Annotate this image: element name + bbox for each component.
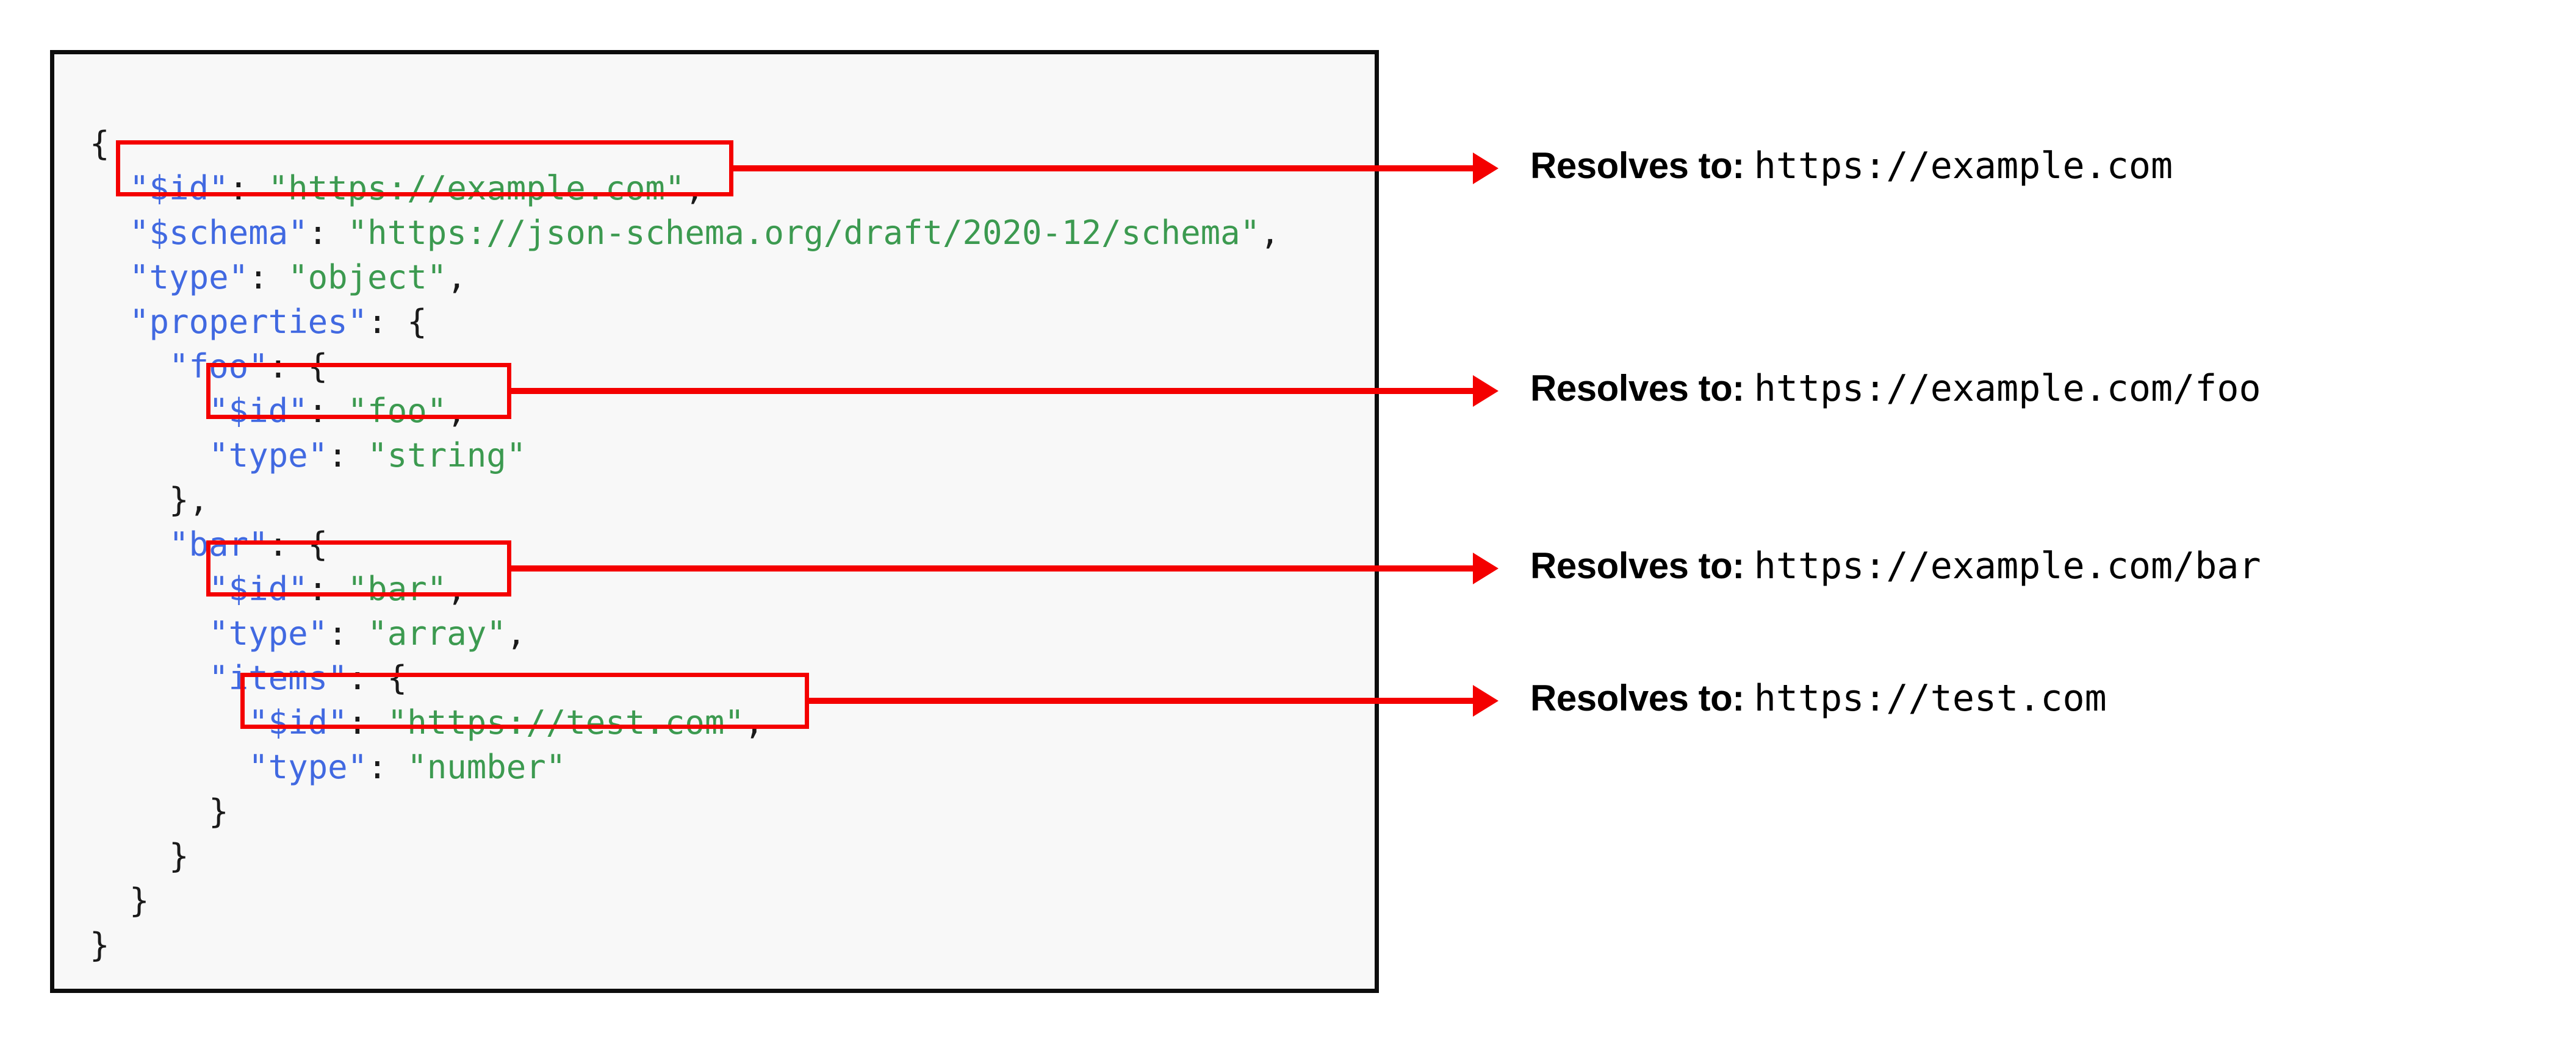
annotation-items: Resolves to:https://test.com <box>1530 680 2107 717</box>
code-line: "type": "object", <box>90 255 1280 299</box>
json-string: "object" <box>288 258 447 296</box>
resolves-to-label: Resolves to: <box>1530 145 1744 186</box>
json-string: "string" <box>367 436 527 475</box>
json-string: "https://test.com" <box>387 703 744 742</box>
highlight-id-root[interactable] <box>116 140 733 196</box>
code-line: "$id": "foo", <box>90 389 1280 433</box>
json-string: "https://json-schema.org/draft/2020-12/s… <box>347 213 1261 252</box>
json-punctuation: : <box>308 570 348 608</box>
json-key: "type" <box>209 614 328 653</box>
code-line: } <box>90 923 1280 967</box>
json-punctuation: , <box>447 258 467 296</box>
json-code-panel: { "$id": "https://example.com", "$schema… <box>50 50 1379 993</box>
arrow-items <box>809 698 1474 704</box>
json-key: "type" <box>209 436 328 475</box>
json-key: "$id" <box>209 392 308 430</box>
resolved-uri-value: https://example.com/bar <box>1754 545 2261 587</box>
arrow-root <box>733 165 1474 171</box>
code-line: { <box>90 121 1280 166</box>
code-line: "$id": "https://example.com", <box>90 166 1280 210</box>
json-punctuation: , <box>685 169 705 207</box>
json-punctuation: : { <box>347 659 408 697</box>
code-line: "$schema": "https://json-schema.org/draf… <box>90 210 1280 255</box>
resolved-uri-value: https://example.com <box>1754 145 2173 187</box>
json-punctuation: , <box>447 392 467 430</box>
code-line: "type": "number" <box>90 745 1280 789</box>
json-punctuation: : <box>308 392 348 430</box>
highlight-id-foo[interactable] <box>206 363 511 419</box>
code-line: "items": { <box>90 656 1280 700</box>
json-punctuation: : <box>328 436 368 475</box>
json-key: "type" <box>129 258 249 296</box>
json-punctuation: } <box>169 837 189 875</box>
json-string: "https://example.com" <box>268 169 685 207</box>
highlight-id-items[interactable] <box>240 673 809 729</box>
code-line: } <box>90 789 1280 834</box>
code-line: "properties": { <box>90 299 1280 344</box>
json-punctuation: }, <box>169 481 209 519</box>
resolves-to-label: Resolves to: <box>1530 368 1744 409</box>
json-punctuation: : <box>248 258 289 296</box>
resolved-uri-value: https://example.com/foo <box>1754 367 2261 410</box>
json-string: "number" <box>407 748 566 786</box>
json-key: "type" <box>248 748 368 786</box>
json-punctuation: , <box>447 570 467 608</box>
code-line: "$id": "https://test.com", <box>90 700 1280 745</box>
json-key: "items" <box>209 659 348 697</box>
json-string: "foo" <box>347 392 447 430</box>
code-line: } <box>90 878 1280 923</box>
code-line: "type": "array", <box>90 611 1280 656</box>
resolves-to-label: Resolves to: <box>1530 678 1744 719</box>
json-key: "$schema" <box>129 213 308 252</box>
highlight-id-bar[interactable] <box>206 540 511 597</box>
json-punctuation: , <box>744 703 765 742</box>
arrow-bar <box>511 565 1474 572</box>
resolves-to-label: Resolves to: <box>1530 545 1744 586</box>
json-punctuation: , <box>506 614 527 653</box>
json-string: "bar" <box>347 570 447 608</box>
code-line: "type": "string" <box>90 433 1280 478</box>
code-line: } <box>90 834 1280 878</box>
json-key: "$id" <box>248 703 348 742</box>
json-punctuation: } <box>90 926 110 964</box>
json-punctuation: : <box>228 169 268 207</box>
json-key: "$id" <box>209 570 308 608</box>
annotation-bar: Resolves to:https://example.com/bar <box>1530 545 2261 587</box>
json-code-listing[interactable]: { "$id": "https://example.com", "$schema… <box>90 121 1280 967</box>
json-punctuation: : <box>328 614 368 653</box>
json-punctuation: } <box>209 792 229 831</box>
json-punctuation: } <box>129 881 149 920</box>
json-punctuation: : <box>367 748 408 786</box>
json-punctuation: : <box>347 703 387 742</box>
code-line: }, <box>90 478 1280 522</box>
json-punctuation: : <box>308 213 348 252</box>
json-punctuation: : { <box>367 303 427 341</box>
json-string: "array" <box>367 614 506 653</box>
annotation-foo: Resolves to:https://example.com/foo <box>1530 370 2261 407</box>
code-line: "$id": "bar", <box>90 567 1280 611</box>
json-key: "$id" <box>129 169 229 207</box>
annotation-root: Resolves to:https://example.com <box>1530 145 2173 187</box>
json-punctuation: , <box>1260 213 1280 252</box>
resolved-uri-value: https://test.com <box>1754 677 2107 720</box>
json-key: "properties" <box>129 303 368 341</box>
arrow-foo <box>511 388 1474 394</box>
json-punctuation: { <box>90 124 110 163</box>
